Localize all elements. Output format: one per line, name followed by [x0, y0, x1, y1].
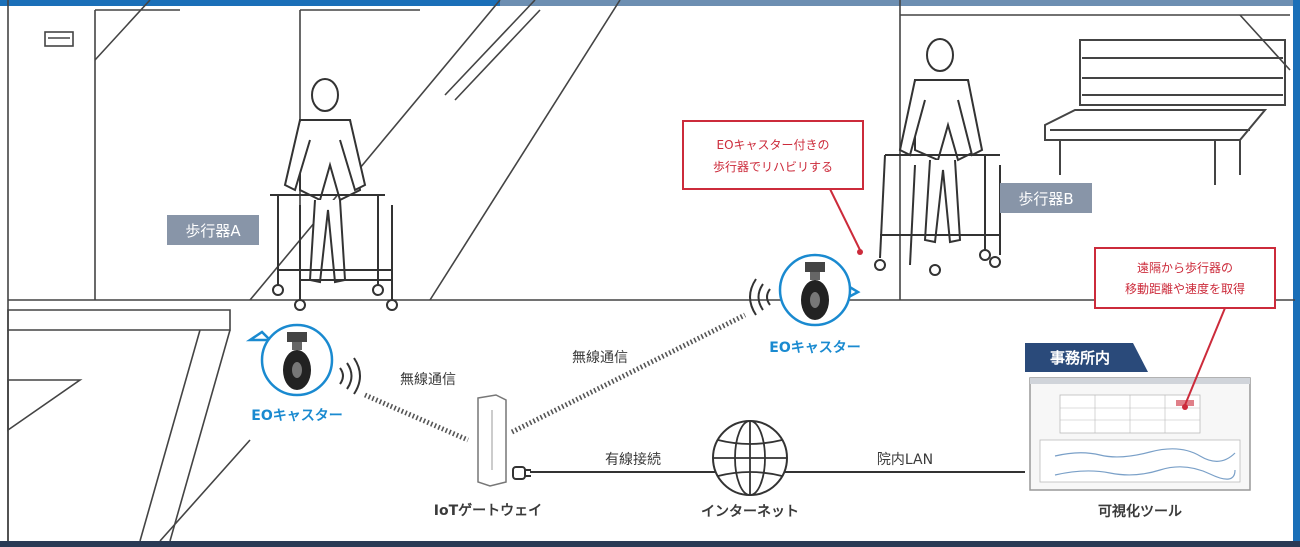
office-label: 事務所内	[1050, 349, 1110, 367]
caster-wheel-icon	[283, 332, 311, 390]
patient-with-walker-a	[270, 78, 398, 311]
patient-with-walker-b	[874, 38, 1001, 276]
signal-waves-right-icon	[749, 278, 771, 316]
rehab-callout-line2: 歩行器でリハビリする	[713, 159, 833, 174]
wireless-label-left: 無線通信	[400, 372, 456, 388]
caster-left-label: EOキャスター	[251, 408, 342, 424]
rehab-callout: EOキャスター付きの 歩行器でリハビリする	[682, 120, 864, 255]
visualization-tool-screen: 可視化ツール	[1029, 377, 1251, 520]
remote-callout-line1: 遠隔から歩行器の	[1137, 260, 1233, 275]
dashboard-chart	[1039, 439, 1241, 483]
gateway-label: IoTゲートウェイ	[434, 502, 542, 519]
rehab-callout-line1: EOキャスター付きの	[716, 138, 829, 152]
caster-wheel-icon	[801, 262, 829, 320]
wireless-label-center: 無線通信	[572, 350, 628, 366]
bench	[1044, 39, 1286, 185]
office-tag: 事務所内	[1025, 343, 1148, 372]
power-plug-icon	[512, 466, 531, 480]
caster-bubble-left: EOキャスター	[245, 323, 361, 424]
bottom-border	[0, 541, 1300, 547]
walker-b-label: 歩行器B	[1018, 190, 1073, 208]
lan-label: 院内LAN	[877, 452, 933, 468]
caster-bubble-right: EOキャスター	[749, 253, 861, 356]
internet-label: インターネット	[701, 504, 799, 520]
iot-gateway: IoTゲートウェイ	[434, 394, 542, 519]
right-border	[1293, 0, 1300, 547]
internet-globe: インターネット	[701, 420, 799, 520]
walker-a-label: 歩行器A	[185, 222, 241, 240]
walker-b-tag: 歩行器B	[1000, 183, 1092, 213]
door-sign	[44, 31, 74, 47]
wireless-link-right	[510, 312, 747, 435]
viz-tool-label: 可視化ツール	[1098, 503, 1182, 520]
remote-callout: 遠隔から歩行器の 移動距離や速度を取得	[1094, 247, 1276, 410]
wired-label: 有線接続	[605, 451, 661, 468]
signal-waves-left-icon	[339, 357, 361, 395]
wireless-link-left	[363, 392, 470, 443]
caster-right-label: EOキャスター	[769, 340, 860, 356]
walker-a-tag: 歩行器A	[167, 215, 259, 245]
remote-callout-line2: 移動距離や速度を取得	[1125, 281, 1245, 296]
wireless-links	[363, 312, 747, 443]
